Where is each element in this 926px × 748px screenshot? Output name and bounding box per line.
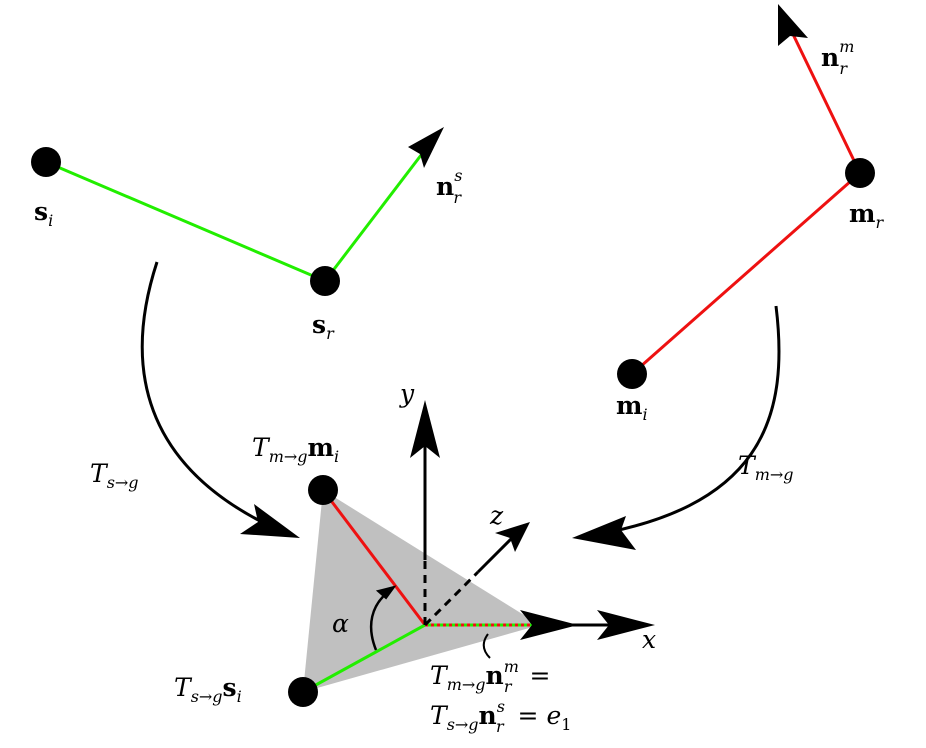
point-s-i (31, 147, 61, 177)
source-line-si-sr (45, 160, 326, 283)
angle-arc-arrowhead (375, 585, 397, 600)
label-axis-y: y (399, 379, 415, 408)
label-s-r: sr (312, 310, 335, 343)
transform-arrow-model-head (572, 516, 636, 550)
transform-arrow-model (581, 305, 781, 539)
point-m-i (617, 359, 647, 389)
transformed-source-segment (302, 623, 426, 694)
label-m-i: mi (616, 391, 648, 424)
point-m-r (845, 158, 875, 188)
transform-arrow-source-head (240, 504, 300, 538)
label-s-i: si (34, 197, 53, 230)
source-normal-arrowhead (408, 127, 444, 168)
label-transformed-m-i: Tm→gmi (252, 433, 339, 466)
label-axis-x: x (642, 625, 656, 654)
point-transformed-m-i (308, 475, 338, 505)
axis-x-arrowhead-outer (597, 610, 655, 640)
label-axis-z: z (489, 501, 504, 530)
axis-z-solid (476, 533, 517, 574)
label-transform-model: Tm→g (738, 451, 794, 484)
axis-z-dashed (423, 570, 480, 627)
transform-arrow-source (140, 261, 291, 537)
model-normal-line (788, 27, 862, 174)
axis-y-arrowhead (410, 400, 440, 458)
label-m-r: mr (849, 199, 884, 232)
transformed-model-segment (321, 489, 427, 626)
axis-x-arrowhead-inner (520, 610, 578, 640)
source-normal-line (323, 145, 430, 282)
point-s-r (310, 266, 340, 296)
model-line-mi-mr (631, 171, 861, 376)
label-transformed-s-i: Ts→gsi (174, 673, 242, 706)
normal-pointer-tick (482, 633, 491, 659)
label-angle-alpha: α (332, 609, 349, 638)
label-transform-source: Ts→g (90, 459, 139, 492)
point-transformed-s-i (288, 677, 318, 707)
axis-z-arrowhead (495, 522, 530, 552)
model-normal-arrowhead (778, 4, 808, 46)
